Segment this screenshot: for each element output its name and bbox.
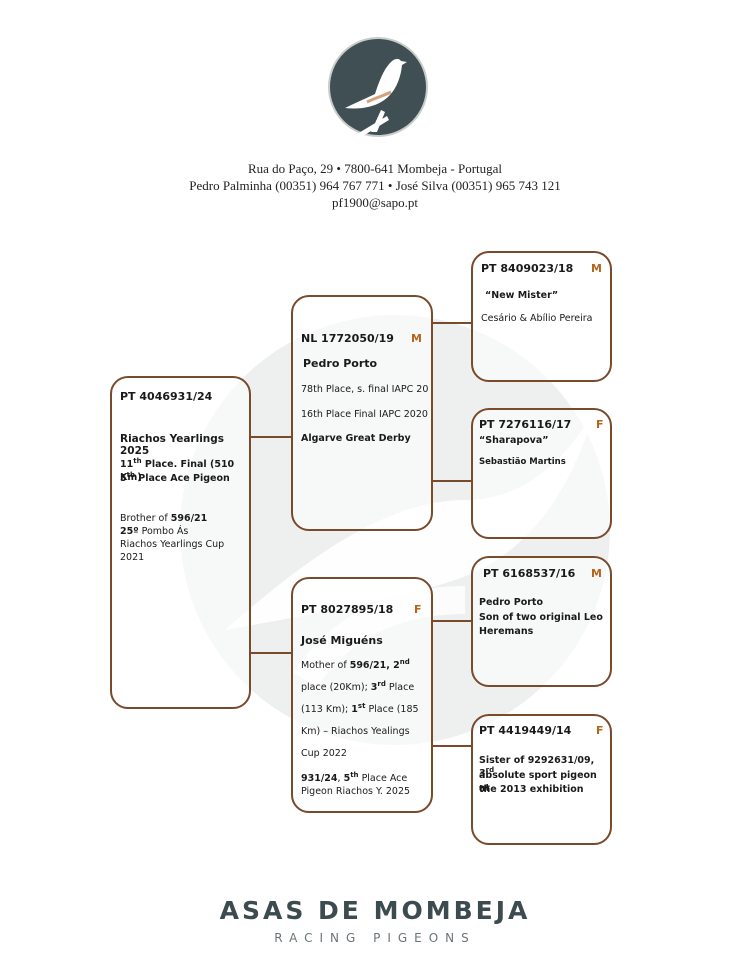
pedro-label: Pedro Palminha (189, 178, 272, 193)
sd-id: PT 7276116/17 (479, 418, 572, 431)
sire-line-1: 78th Place, s. final IAPC 20 (301, 384, 429, 395)
dd-line-2: absolute sport pigeon at (479, 770, 597, 794)
brand-title: ASAS DE MOMBEJA (219, 896, 531, 925)
ds-line-3: Heremans (479, 626, 534, 637)
dam-dam-card: PT 4419449/14 F Sister of 9292631/09, 3r… (471, 714, 612, 845)
ss-sex: M (591, 262, 602, 275)
ds-line-1: Pedro Porto (479, 597, 543, 608)
subject-pombo: 25º Pombo Ás (120, 526, 189, 537)
subject-result-2: 5th Place Ace Pigeon (120, 470, 230, 484)
dam-sire-card: PT 6168537/16 M Pedro Porto Son of two o… (471, 556, 612, 687)
sire-sex: M (411, 332, 422, 345)
dd-id: PT 4419449/14 (479, 724, 572, 737)
email-line: pf1900@sapo.pt (332, 195, 418, 210)
contact-info: Rua do Paço, 29 • 7800-641 Mombeja - Por… (0, 160, 750, 211)
sire-dam-card: PT 7276116/17 F “Sharapova” Sebastião Ma… (471, 408, 612, 539)
sire-id: NL 1772050/19 (301, 332, 394, 345)
dd-line-1: Sister of 9292631/09, 3rd (479, 755, 595, 779)
ds-line-2: Son of two original Leo (479, 612, 603, 623)
jose-phone: (00351) 965 743 121 (451, 178, 561, 193)
connector-subject-sire (250, 436, 292, 438)
dam-perf-1: Mother of 596/21, 2nd (301, 657, 410, 671)
connector-dam-dd (432, 745, 472, 747)
subject-result-1: 11th Place. Final (510 Km) (120, 456, 235, 483)
sire-sire-card: PT 8409023/18 M “New Mister” Cesário & A… (471, 251, 612, 382)
ds-id: PT 6168537/16 (483, 567, 576, 580)
dam-perf-3: (113 Km); 1st Place (185 (301, 701, 419, 715)
ss-owner: Cesário & Abílio Pereira (481, 313, 593, 324)
sd-name: “Sharapova” (479, 435, 549, 446)
subject-cup-2: 2021 (120, 552, 145, 563)
sire-line-3: Algarve Great Derby (301, 433, 411, 444)
jose-label: José Silva (395, 178, 449, 193)
dd-sex: F (596, 724, 604, 737)
dam-perf-2: place (20Km); 3rd Place (301, 679, 415, 693)
connector-sire-ss (432, 322, 472, 324)
dam-perf-4: Km) – Riachos Yealings (301, 726, 410, 737)
dam-perf-5: Cup 2022 (301, 748, 347, 759)
subject-cup-1: Riachos Yearlings Cup (120, 539, 225, 550)
connector-dam-ds (432, 620, 472, 622)
dam-ace-1: 931/24, 5th Place Ace (301, 770, 408, 784)
sire-name: Pedro Porto (303, 357, 378, 370)
sire-card: NL 1772050/19 M Pedro Porto 78th Place, … (291, 295, 433, 531)
subject-card: PT 4046931/24 Riachos Yearlings 2025 11t… (110, 376, 251, 709)
phone-line: Pedro Palminha (00351) 964 767 771 • Jos… (189, 178, 561, 193)
sd-sex: F (596, 418, 604, 431)
subject-id: PT 4046931/24 (120, 390, 213, 403)
dam-ace-2: Pigeon Riachos Y. 2025 (301, 786, 411, 797)
ss-name: “New Mister” (485, 290, 559, 301)
ds-sex: M (591, 567, 602, 580)
subject-brother: Brother of 596/21 (120, 513, 208, 524)
subject-race: Riachos Yearlings 2025 (120, 433, 225, 457)
brand-subtitle: RACING PIGEONS (274, 931, 476, 945)
pigeon-logo-icon (328, 37, 428, 137)
address-line: Rua do Paço, 29 • 7800-641 Mombeja - Por… (247, 161, 503, 176)
pedro-phone: (00351) 964 767 771 (275, 178, 385, 193)
ss-id: PT 8409023/18 (481, 262, 574, 275)
dam-sex: F (414, 603, 422, 616)
dam-card: PT 8027895/18 F José Miguéns Mother of 5… (291, 577, 433, 813)
dam-id: PT 8027895/18 (301, 603, 394, 616)
sire-line-2: 16th Place Final IAPC 2020 (301, 409, 428, 420)
dam-name: José Miguéns (301, 634, 383, 647)
connector-sire-sd (432, 480, 472, 482)
sd-owner: Sebastião Martins (479, 457, 566, 467)
dd-line-3: the 2013 exhibition (479, 784, 584, 795)
connector-subject-dam (250, 652, 292, 654)
